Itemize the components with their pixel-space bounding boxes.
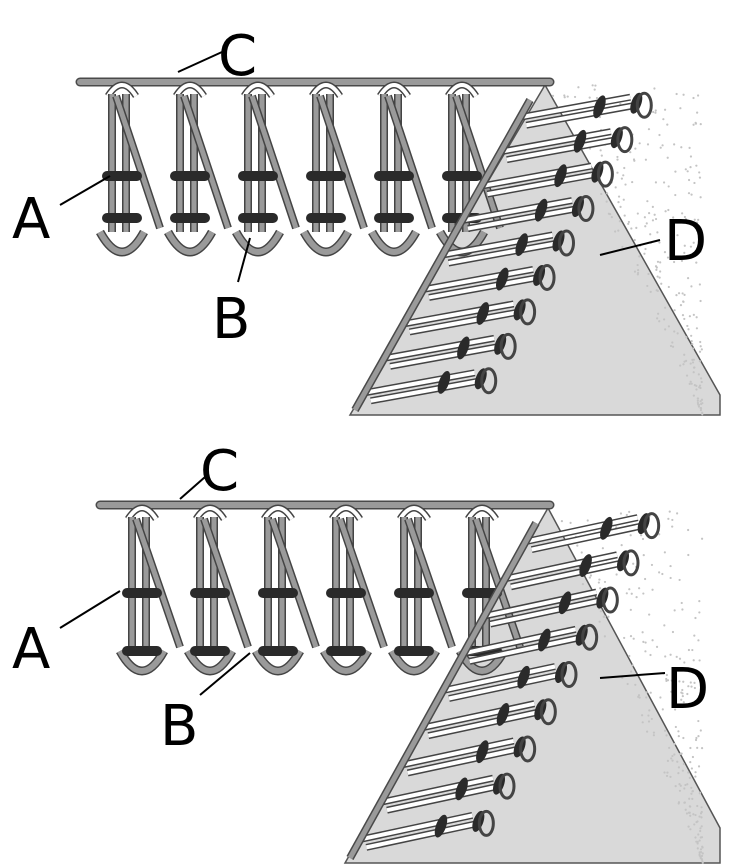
fabric-texture — [551, 84, 704, 416]
label-a: A — [12, 187, 50, 252]
label-c: C — [200, 439, 239, 504]
label-b: B — [160, 694, 198, 759]
leader-b — [199, 652, 251, 696]
label-b: B — [212, 287, 250, 352]
leader-a — [59, 590, 121, 629]
diagonal-stitch-band — [346, 512, 661, 860]
leader-c — [179, 476, 206, 500]
leader-b — [237, 237, 251, 283]
stitch-illustration-bottom: C A B D — [12, 439, 721, 864]
label-c: C — [218, 24, 257, 89]
leader-d — [599, 672, 666, 679]
stitch-illustration-top: C A B D — [12, 24, 721, 416]
leader-d — [599, 239, 661, 256]
label-d: D — [664, 209, 707, 274]
panel-bottom: C A B D — [0, 433, 729, 867]
panel-top: C A B D — [12, 24, 721, 416]
horizontal-stitch-row — [116, 504, 524, 676]
leader-a — [59, 175, 111, 206]
label-d: D — [666, 657, 709, 722]
leader-c — [177, 51, 223, 73]
label-a: A — [12, 617, 50, 682]
horizontal-stitch-row — [96, 81, 504, 257]
diagonal-stitch-band — [351, 91, 653, 412]
